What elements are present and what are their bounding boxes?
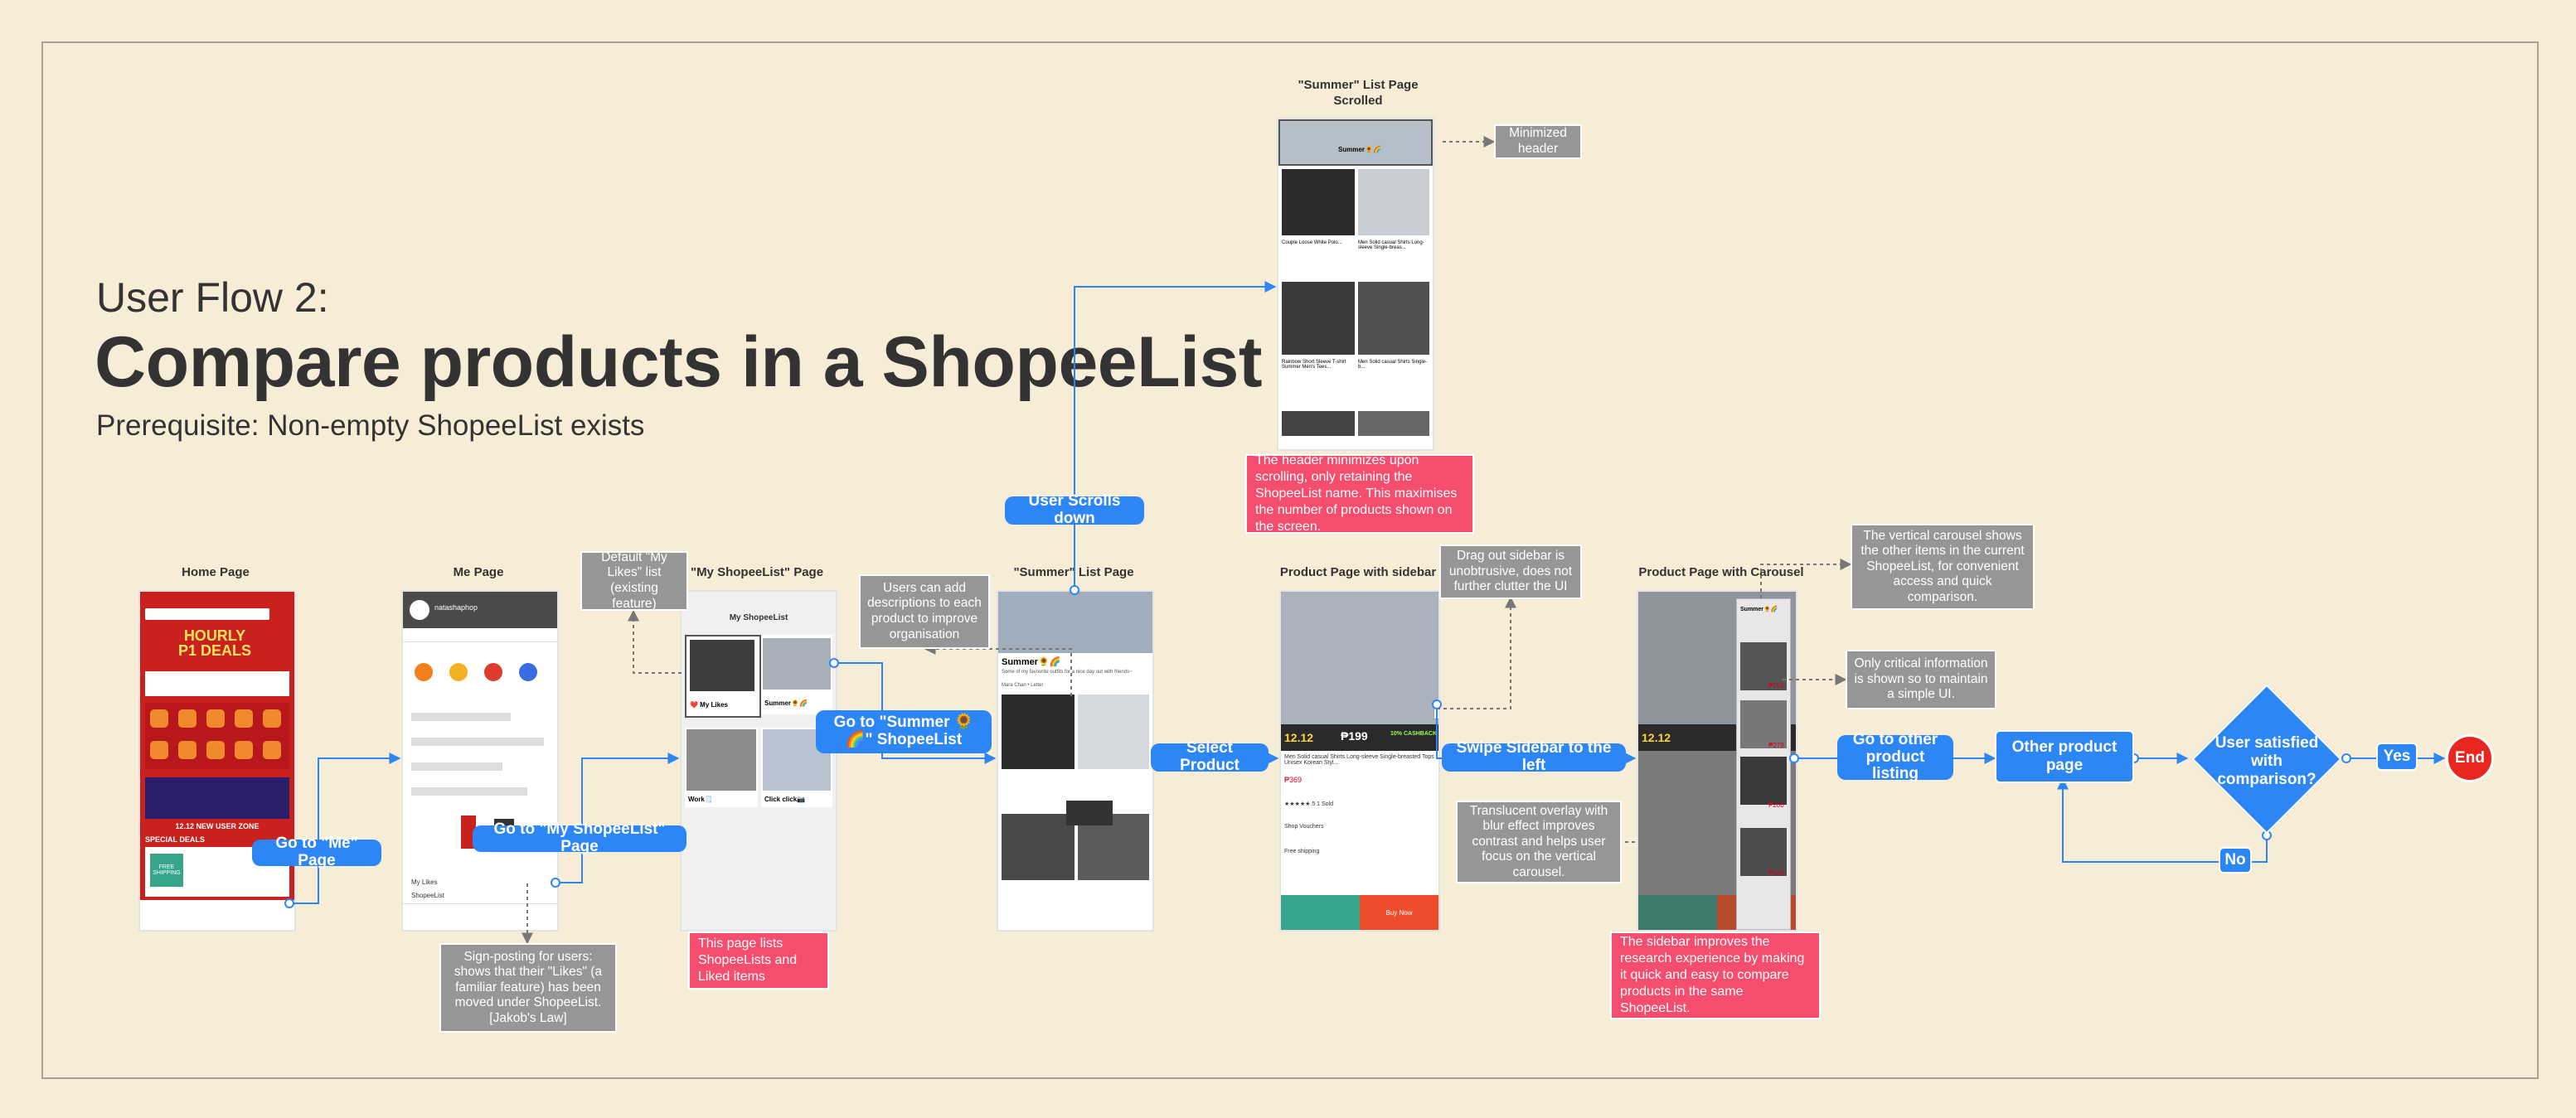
sidebar-pink-note: The sidebar improves the research experi… bbox=[1610, 932, 1821, 1019]
flow-title: Compare products in a ShopeeList bbox=[95, 322, 1263, 402]
flow-number: User Flow 2: bbox=[96, 274, 329, 321]
label-my-shopeelist: "My ShopeeList" Page bbox=[690, 565, 824, 579]
shopeelist-row[interactable]: ShopeeList bbox=[411, 892, 445, 899]
label-home: Home Page bbox=[182, 565, 250, 579]
summer-scrolled-screen: Summer🌻🌈 Couple Loose White Polo... Men … bbox=[1277, 118, 1434, 451]
deals-banner: HOURLY P1 DEALS bbox=[177, 627, 252, 659]
wallet-panel bbox=[145, 671, 289, 696]
label-carousel: Product Page with Carousel bbox=[1638, 565, 1804, 579]
scroll-action[interactable]: User Scrolls down bbox=[1005, 493, 1144, 527]
go-summer-action[interactable]: Go to "Summer 🌻🌈" ShopeeList bbox=[816, 710, 992, 753]
my-likes-card[interactable]: ❤️ My Likes bbox=[685, 635, 761, 718]
summer-list-screen: Summer🌻🌈 Some of my favourite outfits fo… bbox=[997, 590, 1154, 932]
label-me: Me Page bbox=[453, 565, 504, 579]
minimized-header-note: Minimized header bbox=[1494, 124, 1582, 159]
default-likes-note: Default "My Likes" list (existing featur… bbox=[580, 550, 688, 611]
decision-node: User satisfied with comparison? bbox=[2187, 680, 2346, 839]
product-thumb-2[interactable] bbox=[1078, 695, 1149, 769]
category-grid bbox=[145, 703, 289, 769]
vertical-carousel[interactable]: Summer🌻🌈 ₱159 ₱279 ₱200 ₱189 bbox=[1736, 598, 1791, 930]
new-user-zone: 12.12 NEW USER ZONE bbox=[175, 822, 260, 830]
search-bar bbox=[145, 608, 269, 620]
product-sidebar-screen: 12.12 ₱199 10% CASHBACK Men Solid casual… bbox=[1279, 590, 1440, 932]
list-header-image bbox=[998, 592, 1152, 653]
end-node: End bbox=[2446, 734, 2494, 782]
special-deals-heading: SPECIAL DEALS bbox=[145, 835, 205, 844]
translucent-note: Translucent overlay with blur effect imp… bbox=[1456, 801, 1622, 883]
description-popup bbox=[1066, 801, 1113, 825]
minimized-header: Summer🌻🌈 bbox=[1278, 119, 1433, 166]
my-shopeelist-screen: My ShopeeList ❤️ My Likes Summer🌻🌈 Work🗒… bbox=[680, 590, 837, 932]
go-my-shopeelist-action[interactable]: Go to "My ShopeeList" Page bbox=[473, 821, 686, 855]
sale-banner: 12.12 ₱199 10% CASHBACK bbox=[1281, 724, 1438, 751]
select-product-action[interactable]: Select Product bbox=[1151, 740, 1269, 774]
go-me-action[interactable]: Go to "Me" Page bbox=[252, 835, 381, 869]
home-page-screen: HOURLY P1 DEALS 12.12 NEW USER ZONE SPEC… bbox=[138, 590, 296, 932]
product-carousel-screen: 12.12 Summer🌻🌈 ₱159 ₱279 ₱200 ₱189 bbox=[1637, 590, 1797, 932]
me-bottom-nav bbox=[403, 903, 557, 930]
work-list-card[interactable]: Work🗒️ bbox=[685, 728, 758, 807]
canvas-frame bbox=[41, 41, 2539, 1079]
product-image bbox=[1281, 592, 1438, 724]
deal-card: FREE SHIPPING bbox=[145, 847, 289, 897]
product-thumb-3[interactable] bbox=[1002, 814, 1075, 880]
swipe-sidebar-action[interactable]: Swipe Sidebar to the left bbox=[1442, 740, 1626, 774]
me-page-screen: natashaphop My Likes ShopeeList bbox=[401, 590, 559, 932]
avatar bbox=[410, 600, 429, 620]
other-listing-action[interactable]: Go to other product listing bbox=[1837, 731, 1953, 782]
home-bottom-nav bbox=[140, 900, 294, 930]
descriptions-note: Users can add descriptions to each produ… bbox=[859, 574, 990, 649]
other-product-page-box: Other product page bbox=[1995, 730, 2134, 783]
yes-label: Yes bbox=[2376, 743, 2418, 771]
promo-banner bbox=[145, 777, 289, 819]
prerequisite: Prerequisite: Non-empty ShopeeList exist… bbox=[96, 409, 645, 442]
summer-list-card[interactable]: Summer🌻🌈 bbox=[761, 635, 832, 714]
profile-header: natashaphop bbox=[403, 592, 557, 628]
vertical-carousel-note: The vertical carousel shows the other it… bbox=[1851, 524, 2035, 610]
label-summer: "Summer" List Page bbox=[1013, 565, 1134, 579]
lists-pink-note: This page lists ShopeeLists and Liked it… bbox=[688, 932, 829, 990]
label-sidebar: Product Page with sidebar bbox=[1279, 565, 1437, 579]
signposting-note: Sign-posting for users: shows that their… bbox=[439, 943, 617, 1033]
buy-now-button[interactable]: Buy Now bbox=[1360, 895, 1438, 930]
label-summer-scrolled: "Summer" List Page Scrolled bbox=[1298, 78, 1419, 108]
header-pink-note: The header minimizes upon scrolling, onl… bbox=[1245, 453, 1474, 534]
drag-out-note: Drag out sidebar is unobtrusive, does no… bbox=[1439, 544, 1582, 599]
no-label: No bbox=[2219, 847, 2252, 874]
product-thumb-1[interactable] bbox=[1002, 695, 1075, 769]
critical-info-note: Only critical information is shown so to… bbox=[1846, 650, 1996, 709]
